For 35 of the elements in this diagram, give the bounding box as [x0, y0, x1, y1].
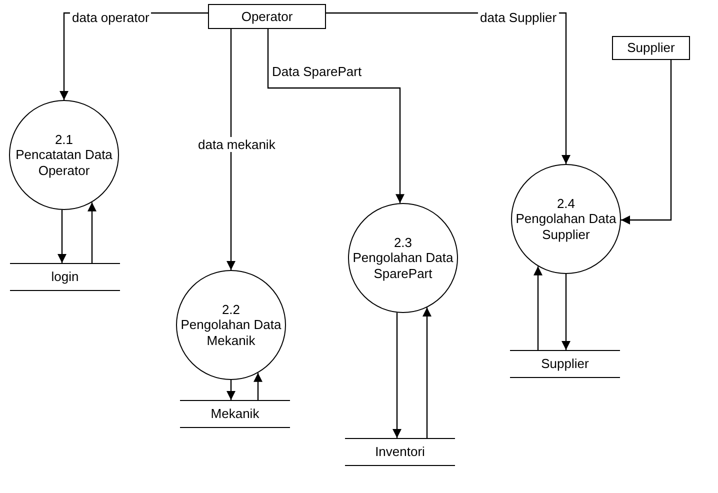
- process-number: 2.3: [394, 234, 412, 250]
- process-name: Pengolahan Data Mekanik: [180, 317, 282, 348]
- data-flow-arrow: [254, 372, 262, 400]
- entity-name: Supplier: [627, 40, 675, 56]
- data-flow-arrow: [58, 210, 66, 263]
- entity-name: Operator: [241, 8, 293, 24]
- data-flow-arrow: [562, 274, 570, 350]
- data-flow-arrow: [226, 29, 236, 270]
- process-number: 2.2: [222, 302, 240, 318]
- process-number: 2.1: [54, 132, 74, 148]
- data-store: [180, 400, 290, 428]
- process-name: Pencatatan Data Operator: [14, 147, 114, 178]
- store-name: Inventori: [375, 444, 425, 460]
- store-name: Supplier: [541, 356, 589, 372]
- data-flow-arrow: [226, 380, 236, 400]
- edge-label: data Supplier: [478, 10, 559, 25]
- data-store: [345, 438, 455, 466]
- store-name: login: [51, 269, 79, 285]
- data-flow-arrow: [392, 312, 402, 438]
- edge-label: Data SparePart: [270, 64, 364, 79]
- external-entity-box: [208, 4, 326, 29]
- data-store: [10, 263, 120, 291]
- edge-label: data operator: [70, 10, 152, 25]
- external-entity-box: [612, 36, 690, 60]
- process-name: Pengolahan Data Supplier: [514, 211, 618, 242]
- process-number: 2.4: [556, 196, 576, 212]
- data-store: [510, 350, 620, 378]
- data-flow-arrow: [88, 202, 96, 263]
- data-flow-arrow: [534, 266, 542, 350]
- data-flow-arrow: [267, 29, 404, 204]
- process-name: Pengolahan Data SparePart: [352, 250, 454, 282]
- data-flow-arrow: [422, 307, 432, 438]
- edge-label: data mekanik: [196, 137, 278, 152]
- store-name: Mekanik: [210, 406, 260, 422]
- data-flow-arrow: [621, 60, 672, 224]
